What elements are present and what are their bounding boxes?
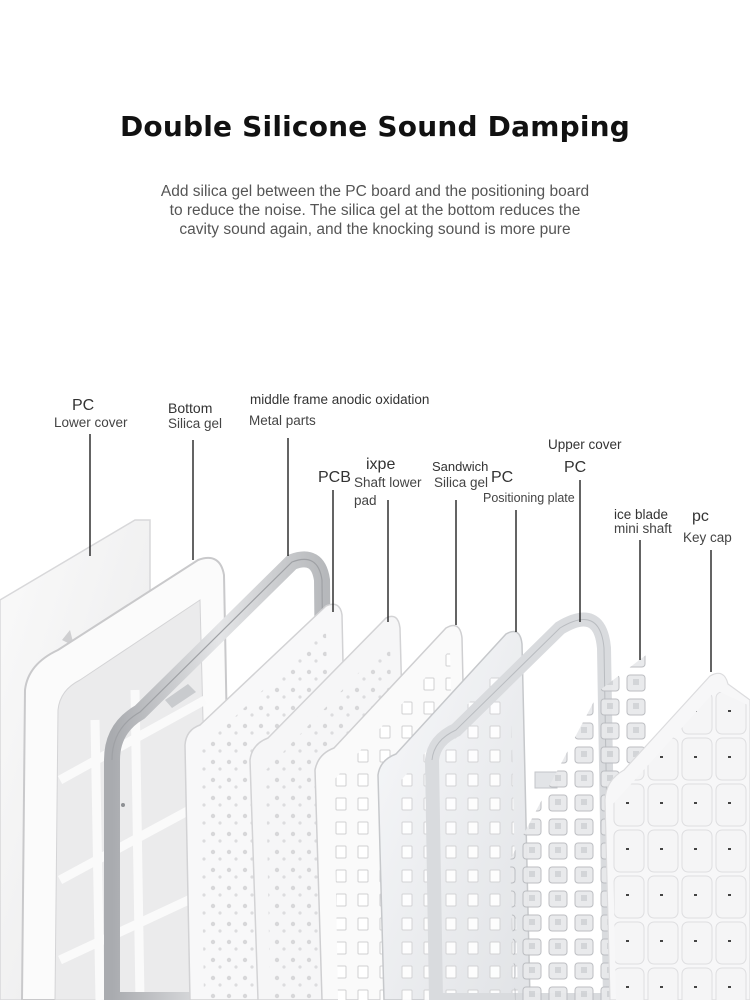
label-positioning-plate: PC Positioning plate [483,469,575,505]
label-sandwich-silica-gel-line1: Sandwich [432,459,488,474]
label-bottom-silica-gel-line1: Bottom [168,400,212,416]
label-key-cap-line2: Key cap [683,530,732,545]
label-mini-shaft: ice blade mini shaft [614,507,672,536]
label-metal-frame-line2: Metal parts [249,413,316,428]
key-cap-layer [604,672,750,1000]
label-mini-shaft-line1: ice blade [614,507,668,522]
label-bottom-silica-gel-line2: Silica gel [168,416,222,431]
page-title: Double Silicone Sound Damping [119,110,631,143]
label-positioning-plate-line1: PC [491,469,513,486]
label-upper-cover-line1: Upper cover [548,437,622,452]
label-lower-cover-line1: PC [72,397,94,414]
label-sandwich-silica-gel-line2: Silica gel [434,475,488,490]
label-pcb: PCB [318,469,351,486]
label-ixpe-pad-line1: ixpe [366,456,395,473]
description: Add silica gel between the PC board and … [110,182,640,239]
label-key-cap-line1: pc [692,508,709,525]
label-ixpe-pad-line3: pad [354,493,377,508]
label-lower-cover: PC Lower cover [54,397,128,430]
label-metal-frame: middle frame anodic oxidation Metal part… [249,392,429,428]
label-upper-cover-line2: PC [564,459,586,476]
metal-frame-layer [104,551,335,1000]
description-line: to reduce the noise. The silica gel at t… [169,202,581,219]
label-sandwich-silica-gel: Sandwich Silica gel [432,459,488,490]
label-mini-shaft-line2: mini shaft [614,521,672,536]
label-lower-cover-line2: Lower cover [54,415,128,430]
label-positioning-plate-line2: Positioning plate [483,491,575,505]
label-metal-frame-line1: middle frame anodic oxidation [250,392,429,407]
label-upper-cover: Upper cover PC [548,437,622,476]
label-pcb-line1: PCB [318,469,351,486]
description-line: cavity sound again, and the knocking sou… [179,221,571,238]
description-line: Add silica gel between the PC board and … [160,183,590,200]
label-key-cap: pc Key cap [683,508,732,545]
label-ixpe-pad-line2: Shaft lower [354,475,422,490]
label-ixpe-pad: ixpe Shaft lower pad [354,456,422,508]
label-bottom-silica-gel: Bottom Silica gel [168,400,222,431]
positioning-plate-layer [377,630,531,1000]
